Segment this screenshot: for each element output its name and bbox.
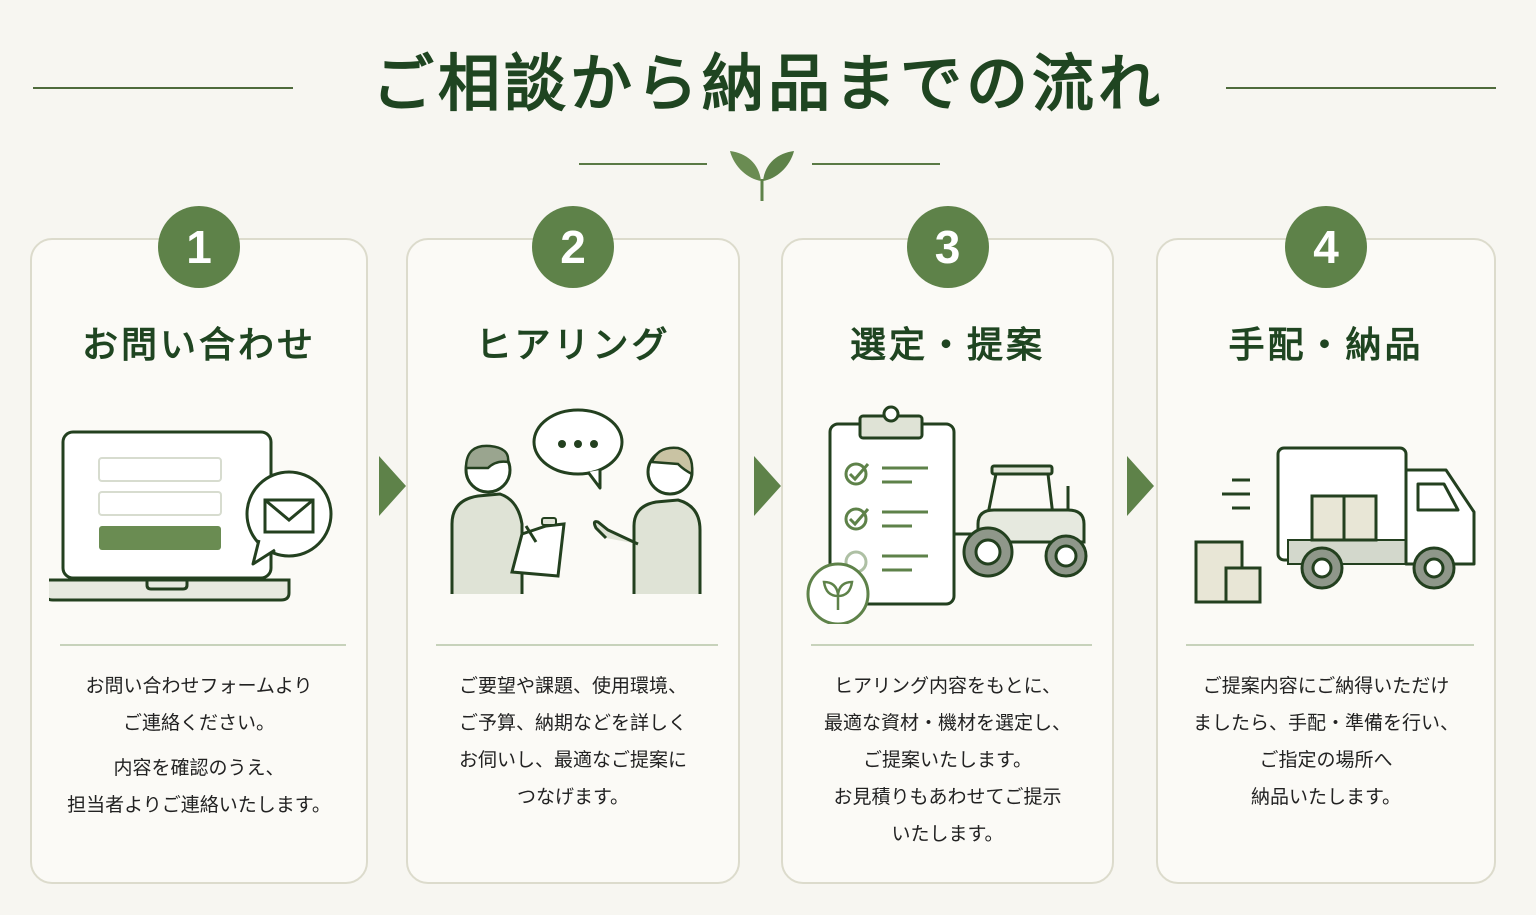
step-number-badge: 3 <box>906 206 989 288</box>
description-line: 内容を確認のうえ、 <box>113 757 285 779</box>
card-divider <box>1186 644 1474 646</box>
card-divider <box>60 644 346 646</box>
description-line: ご予算、納期などを詳しく <box>458 712 687 734</box>
step-title: ヒアリング <box>475 325 671 366</box>
laptop-mail-icon <box>32 400 366 640</box>
description-line: 担当者よりご連絡いたします。 <box>67 794 331 816</box>
conversation-icon <box>408 400 738 640</box>
description-line: ご提案内容にご納得いただけ <box>1202 675 1450 697</box>
description-line: お伺いし、最適なご提案に <box>458 749 687 771</box>
step-card-3: 3 選定・提案 ヒアリング内容 <box>781 206 1114 884</box>
step-description: ご提案内容にご納得いただけ ましたら、手配・準備を行い、 ご指定の場所へ 納品い… <box>1158 668 1494 816</box>
step-description: ご要望や課題、使用環境、 ご予算、納期などを詳しく お伺いし、最適なご提案に つ… <box>408 668 738 816</box>
description-line: ヒアリング内容をもとに、 <box>833 675 1062 697</box>
delivery-truck-icon <box>1158 400 1494 640</box>
step-title: 手配・納品 <box>1228 325 1424 366</box>
page-title: ご相談から納品までの流れ <box>371 47 1164 120</box>
flow-arrow-icon <box>754 456 781 516</box>
sprout-icon <box>730 151 794 201</box>
flow-arrow-icon <box>379 456 406 516</box>
description-line: 最適な資材・機材を選定し、 <box>823 712 1071 734</box>
description-line: つなげます。 <box>516 786 630 808</box>
description-line: 納品いたします。 <box>1250 786 1402 808</box>
flow-arrow-icon <box>1127 456 1154 516</box>
description-line: いたします。 <box>891 823 1004 845</box>
step-number-badge: 2 <box>532 206 614 288</box>
step-title: お問い合わせ <box>81 325 316 366</box>
description-line: ましたら、手配・準備を行い、 <box>1192 712 1459 734</box>
description-line: お問い合わせフォームより <box>85 675 313 697</box>
title-rule-right <box>1226 87 1496 89</box>
description-line: ご提案いたします。 <box>862 749 1033 771</box>
step-title: 選定・提案 <box>849 325 1045 366</box>
step-card-2: 2 ヒアリング ご要望や課題、使用環境、 ご予算、納期などを詳しく お伺いし、最… <box>406 206 740 884</box>
title-rule-left <box>33 87 293 89</box>
step-description: お問い合わせフォームより ご連絡ください。 内容を確認のうえ、 担当者よりご連絡… <box>32 668 366 824</box>
description-line: ご要望や課題、使用環境、 <box>458 675 687 697</box>
step-card-1: 1 お問い合わせ お問い合わせフォームより ご連絡ください。 内容を確認のうえ、… <box>30 206 368 884</box>
ornament-rule-left <box>579 163 707 165</box>
step-card-4: 4 手配・納品 ご提案内容にご納得いただけ ましたら、手配・準備を行い、 ご指定… <box>1156 206 1496 884</box>
card-divider <box>811 644 1092 646</box>
header: ご相談から納品までの流れ <box>0 0 1536 210</box>
step-number-badge: 1 <box>158 206 240 288</box>
ornament-rule-right <box>812 163 940 165</box>
step-description: ヒアリング内容をもとに、 最適な資材・機材を選定し、 ご提案いたします。 お見積… <box>783 668 1112 853</box>
description-line: ご指定の場所へ <box>1259 749 1393 771</box>
card-divider <box>436 644 718 646</box>
description-line: ご連絡ください。 <box>122 712 275 734</box>
step-number-badge: 4 <box>1285 206 1367 288</box>
clipboard-tractor-icon <box>783 400 1112 640</box>
description-line: お見積りもあわせてご提示 <box>833 786 1062 808</box>
